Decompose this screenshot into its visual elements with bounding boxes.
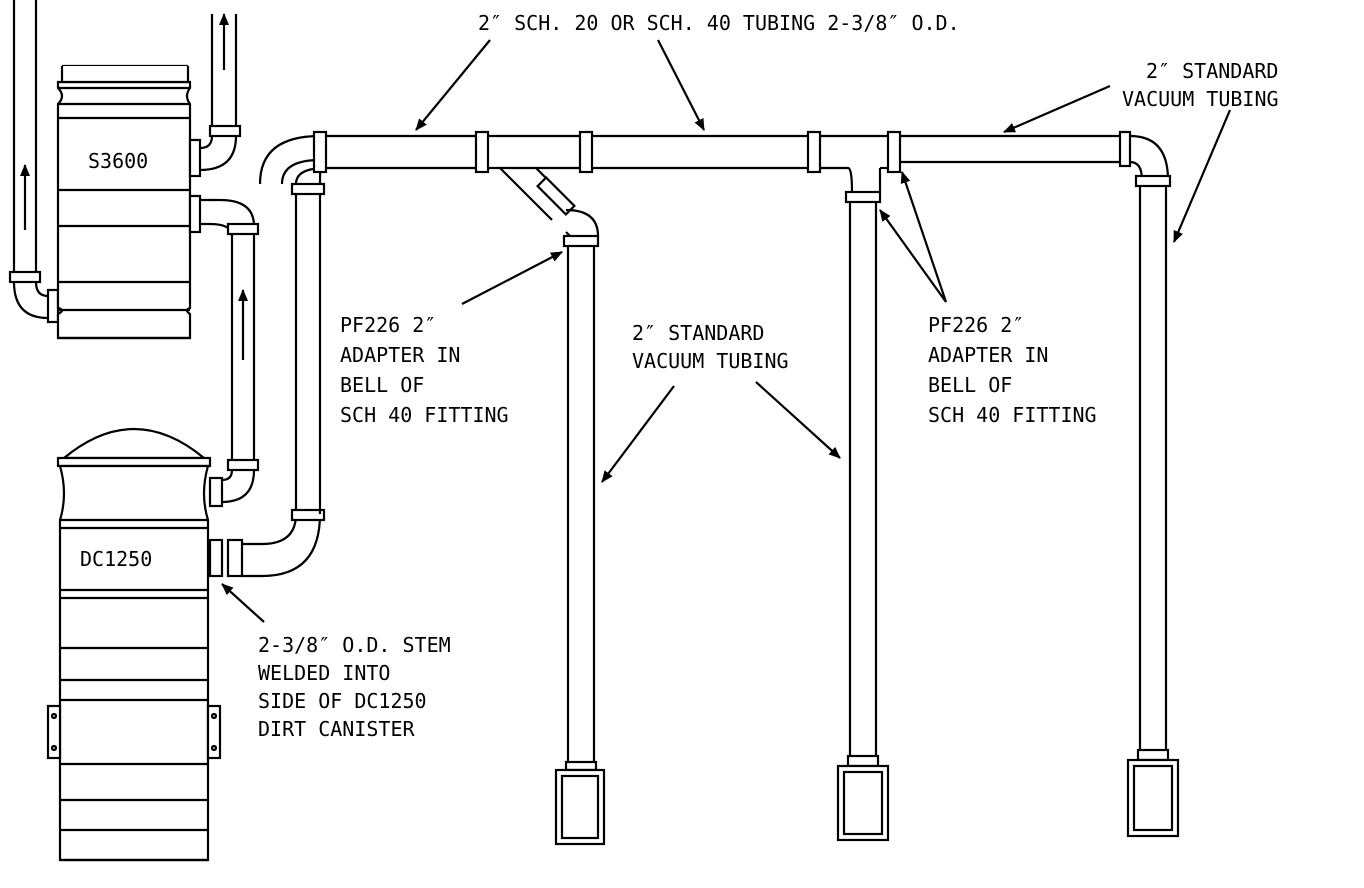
callout-line: ADAPTER IN [928, 343, 1048, 367]
callout-line: BELL OF [928, 373, 1012, 397]
callout-line: ADAPTER IN [340, 343, 460, 367]
callout-line: 2-3/8″ O.D. STEM [258, 633, 451, 657]
drop-tube-2 [836, 190, 890, 842]
callout-line: SIDE OF DC1250 [258, 689, 427, 713]
main-tube-run [242, 130, 1170, 578]
callout-line: SCH 40 FITTING [340, 403, 509, 427]
s3600-unit [56, 64, 202, 340]
adapter-callout-right: PF226 2″ ADAPTER IN BELL OF SCH 40 FITTI… [928, 313, 1097, 427]
callout-line: BELL OF [340, 373, 424, 397]
callout-line: 2″ STANDARD [632, 321, 764, 345]
exhaust-pipe-right [199, 13, 242, 172]
s3600-label: S3600 [88, 149, 148, 173]
leader-arrows [221, 39, 1232, 623]
standard-tubing-callout-mid: 2″ STANDARD VACUUM TUBING [632, 321, 789, 373]
callout-line: SCH 40 FITTING [928, 403, 1097, 427]
wye-branch [499, 167, 600, 248]
stem-callout: 2-3/8″ O.D. STEM WELDED INTO SIDE OF DC1… [258, 633, 451, 741]
standard-tubing-callout-right: 2″ STANDARD VACUUM TUBING [1122, 59, 1279, 111]
callout-line: PF226 2″ [928, 313, 1024, 337]
callout-line: VACUUM TUBING [632, 349, 789, 373]
drop-tube-1 [554, 246, 606, 846]
exhaust-pipe-left [8, 0, 60, 324]
connecting-pipe [200, 198, 260, 508]
dc1250-label: DC1250 [80, 547, 152, 571]
callout-line: DIRT CANISTER [258, 717, 415, 741]
drop-tube-3 [1126, 174, 1180, 838]
callout-line: PF226 2″ [340, 313, 436, 337]
callout-line: VACUUM TUBING [1122, 87, 1279, 111]
adapter-callout-left: PF226 2″ ADAPTER IN BELL OF SCH 40 FITTI… [340, 313, 509, 427]
callout-line: 2″ STANDARD [1146, 59, 1278, 83]
callout-line: WELDED INTO [258, 661, 390, 685]
dc1250-unit [46, 428, 244, 862]
top-tubing-callout: 2″ SCH. 20 OR SCH. 40 TUBING 2-3/8″ O.D. [478, 11, 960, 35]
